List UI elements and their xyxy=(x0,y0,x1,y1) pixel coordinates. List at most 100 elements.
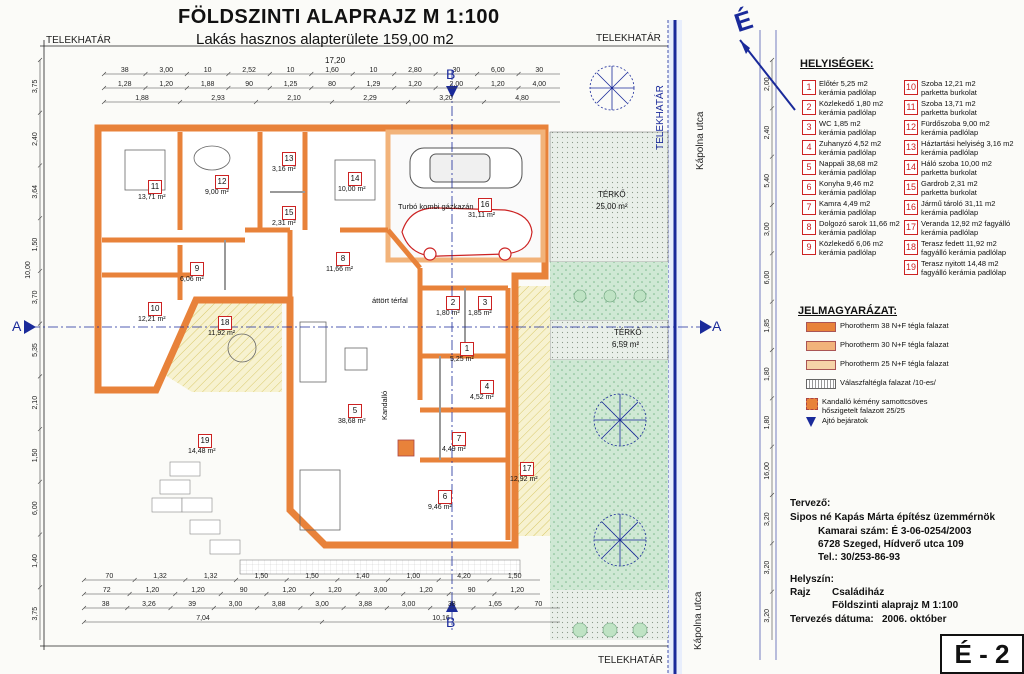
room-name-area: Zuhanyzó 4,52 m2 xyxy=(819,139,882,148)
dimension-tick xyxy=(177,99,183,105)
dimension-value: 30 xyxy=(452,67,460,74)
dimension-tick xyxy=(218,591,224,597)
paving-area-2 xyxy=(549,319,669,361)
legend-label-text: Phorotherm 30 N+F tégla falazat xyxy=(840,340,949,349)
dimension-tick xyxy=(405,99,411,105)
location-heading: Helyszín: xyxy=(790,574,834,585)
dimension-value: 3,64 xyxy=(32,185,39,199)
dimension-value: 2,52 xyxy=(242,67,256,74)
legend-label: Phorotherm 25 N+F tégla falazat xyxy=(840,359,949,368)
dimension-tick xyxy=(355,591,360,597)
dimension-tick xyxy=(37,479,43,485)
dimension-tick xyxy=(172,591,178,597)
dimension-tick xyxy=(37,215,43,221)
dimension-value: 3,20 xyxy=(764,561,771,575)
room-finish: fagyálló kerámia padlólap xyxy=(921,267,1007,277)
room-finish: kerámia padlólap xyxy=(921,207,979,217)
dimension-tick xyxy=(487,577,492,583)
designer-name: Sipos né Kapás Márta építész üzemmérnök xyxy=(790,512,996,523)
room-finish: kerámia padlólap xyxy=(819,247,877,257)
dimension-tick xyxy=(267,71,273,77)
room-name-area: Háztartási helyiség 3,16 m2 xyxy=(921,139,1014,148)
dimension-value: 2,93 xyxy=(211,95,225,102)
fireplace-label: Kandalló xyxy=(380,390,389,420)
dimension-tick xyxy=(81,591,87,597)
dimension-tick xyxy=(253,99,259,105)
section-a-right: A xyxy=(712,318,722,334)
legend-heading: JELMAGYARÁZAT: xyxy=(798,305,898,317)
dimension-value: 2,10 xyxy=(32,396,39,410)
room-finish: kerámia padlólap xyxy=(819,207,877,217)
plan-room-number: 2 xyxy=(446,296,460,310)
dimension-value: 2,00 xyxy=(764,77,771,91)
dimension-tick xyxy=(769,541,775,546)
dimension-value: 1,40 xyxy=(32,554,39,568)
dimension-tick xyxy=(309,71,314,77)
plan-room-number: 8 xyxy=(336,252,350,266)
room-finish: fagyálló kerámia padlólap xyxy=(921,247,1007,257)
dimension-tick xyxy=(319,619,325,625)
plan-room-area: 9,46 m² xyxy=(428,504,452,511)
dimension-value: 1,40 xyxy=(356,573,370,580)
room-name-area: Nappali 38,68 m2 xyxy=(819,159,878,168)
plan-room-area: 11,92 m² xyxy=(208,330,236,337)
legend-label: Phorotherm 38 N+F tégla falazat xyxy=(840,321,949,330)
plan-room-number: 5 xyxy=(348,404,362,418)
legend-swatch xyxy=(806,379,836,389)
room-number-badge: 3 xyxy=(802,120,816,135)
plan-room-number: 19 xyxy=(198,434,212,448)
section-markers xyxy=(24,86,712,612)
dimension-tick xyxy=(335,577,340,583)
dimension-tick xyxy=(516,71,521,77)
room-finish: parketta burkolat xyxy=(921,187,977,197)
plan-room-area: 12,92 m² xyxy=(510,476,538,483)
outer-steps xyxy=(151,461,521,575)
paving2-area-label: 6,59 m² xyxy=(612,340,640,349)
room-number-badge: 17 xyxy=(904,220,918,235)
street-line xyxy=(667,20,682,674)
plan-room-area: 11,66 m² xyxy=(326,266,354,273)
date-heading: Tervezés dátuma: xyxy=(790,614,874,625)
plan-room-number: 14 xyxy=(348,172,362,186)
dimension-tick xyxy=(233,577,239,583)
dimension-total-left: 10,00 xyxy=(25,261,32,279)
plot-boundary xyxy=(40,40,670,650)
dimension-value: 3,26 xyxy=(142,601,156,608)
dimension-tick xyxy=(341,605,346,611)
plan-room-area: 12,21 m² xyxy=(138,316,166,323)
dimension-value: 5,40 xyxy=(764,174,771,188)
room-name-area: Kamra 4,49 m2 xyxy=(819,199,871,208)
north-arrow xyxy=(739,39,796,111)
plan-room-area: 14,48 m² xyxy=(188,448,216,455)
dimension-tick xyxy=(474,71,480,77)
room-finish: parketta burkolat xyxy=(921,87,977,97)
dimension-tick xyxy=(37,532,43,537)
car-top xyxy=(409,147,523,189)
plan-room-area: 1,80 m² xyxy=(436,310,460,317)
dimension-value: 3,75 xyxy=(32,79,39,93)
legend-label-text: Phorotherm 25 N+F tégla falazat xyxy=(840,359,949,368)
dimension-tick xyxy=(391,85,397,91)
dimension-value: 1,65 xyxy=(488,601,502,608)
legend-label-text: Válaszfaltégla falazat /10-es/ xyxy=(840,378,936,387)
dimension-value: 2,80 xyxy=(408,67,422,74)
dimension-value: 1,28 xyxy=(118,81,132,88)
dimension-value: 1,50 xyxy=(305,573,319,580)
dimension-value: 1,60 xyxy=(325,67,339,74)
boiler-label: Turbó kombi gázkazán xyxy=(398,202,474,211)
plan-room-number: 11 xyxy=(148,180,162,194)
room-finish: kerámia padlólap xyxy=(921,227,979,237)
plan-room-area: 38,68 m² xyxy=(338,418,366,425)
dimension-tick xyxy=(284,577,289,583)
room-finish: kerámia padlólap xyxy=(819,167,877,177)
entrance-door-icon xyxy=(806,417,816,427)
dimension-value: 39 xyxy=(188,601,196,608)
dimension-tick xyxy=(309,591,315,597)
